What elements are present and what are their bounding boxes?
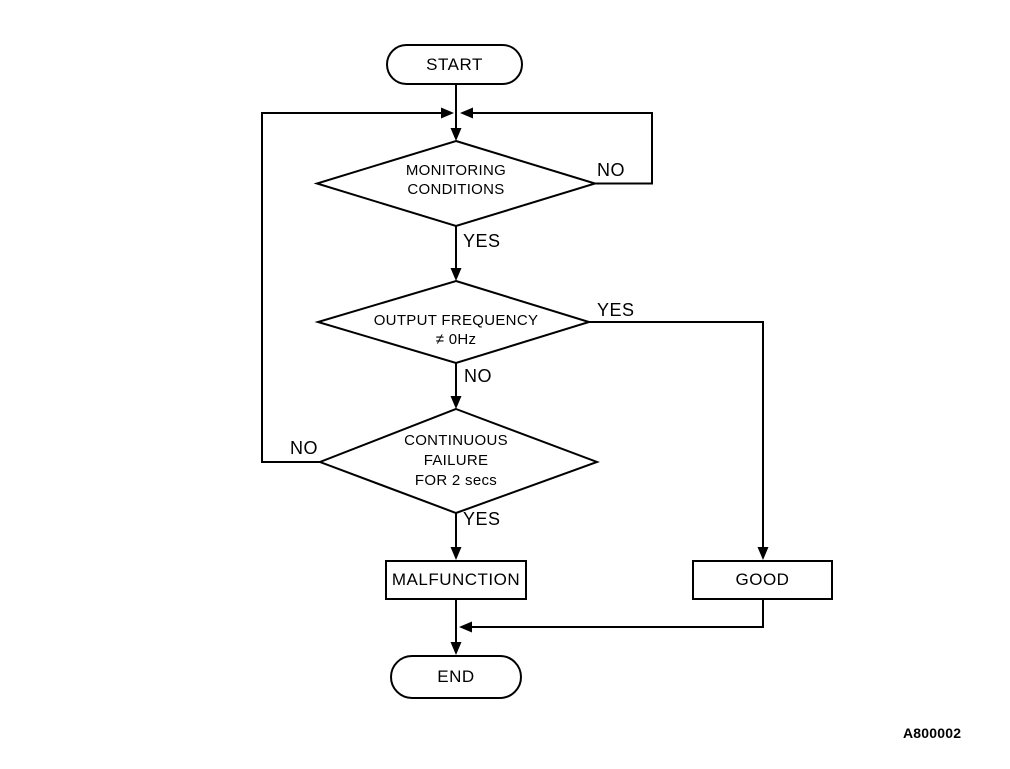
output-frequency-diamond <box>314 279 593 365</box>
continuous-failure-line2: FAILURE <box>423 452 489 469</box>
edge-good-to-merge <box>472 600 764 628</box>
arrowhead-into-continuous-failure <box>450 396 462 409</box>
start-node: START <box>386 44 523 85</box>
output-frequency-line1: OUTPUT FREQUENCY <box>373 312 539 329</box>
arrowhead-into-good <box>757 547 769 560</box>
start-label: START <box>426 54 483 74</box>
arrowhead-junction-right <box>441 107 454 119</box>
output-frequency-yes-label: YES <box>597 300 635 320</box>
arrowhead-junction-left <box>460 107 473 119</box>
output-frequency-line2: ≠ 0Hz <box>435 331 477 348</box>
good-node: GOOD <box>692 560 833 600</box>
output-frequency-label: OUTPUT FREQUENCY ≠ 0Hz <box>336 311 576 349</box>
monitoring-conditions-diamond <box>313 139 599 228</box>
malfunction-label: MALFUNCTION <box>391 570 521 589</box>
end-label: END <box>437 667 475 686</box>
continuous-failure-diamond <box>317 407 600 515</box>
edge-monitoring-no-loop <box>473 112 653 185</box>
monitoring-yes-label: YES <box>463 231 501 251</box>
arrowhead-into-monitoring <box>450 128 462 141</box>
monitoring-conditions-line2: CONDITIONS <box>407 181 505 198</box>
monitoring-no-label: NO <box>597 160 625 180</box>
monitoring-conditions-line1: MONITORING <box>405 162 507 179</box>
arrowhead-into-output-frequency <box>450 268 462 281</box>
arrowhead-into-malfunction <box>450 547 462 560</box>
edge-continuous-failure-no-loop <box>261 112 441 463</box>
arrowhead-into-end <box>450 642 462 655</box>
end-node: END <box>390 655 522 699</box>
good-label: GOOD <box>735 570 790 589</box>
continuous-failure-line1: CONTINUOUS <box>404 432 508 449</box>
continuous-failure-line3: FOR 2 secs <box>414 472 498 489</box>
edge-output-frequency-yes <box>589 321 764 549</box>
malfunction-node: MALFUNCTION <box>385 560 527 600</box>
monitoring-conditions-label: MONITORING CONDITIONS <box>346 161 566 199</box>
figure-code: A800002 <box>903 725 962 741</box>
continuous-failure-yes-label: YES <box>463 509 501 529</box>
output-frequency-no-label: NO <box>464 366 492 386</box>
continuous-failure-no-label: NO <box>290 438 318 458</box>
arrowhead-merge-left <box>459 621 472 633</box>
continuous-failure-label: CONTINUOUS FAILURE FOR 2 secs <box>366 431 546 491</box>
